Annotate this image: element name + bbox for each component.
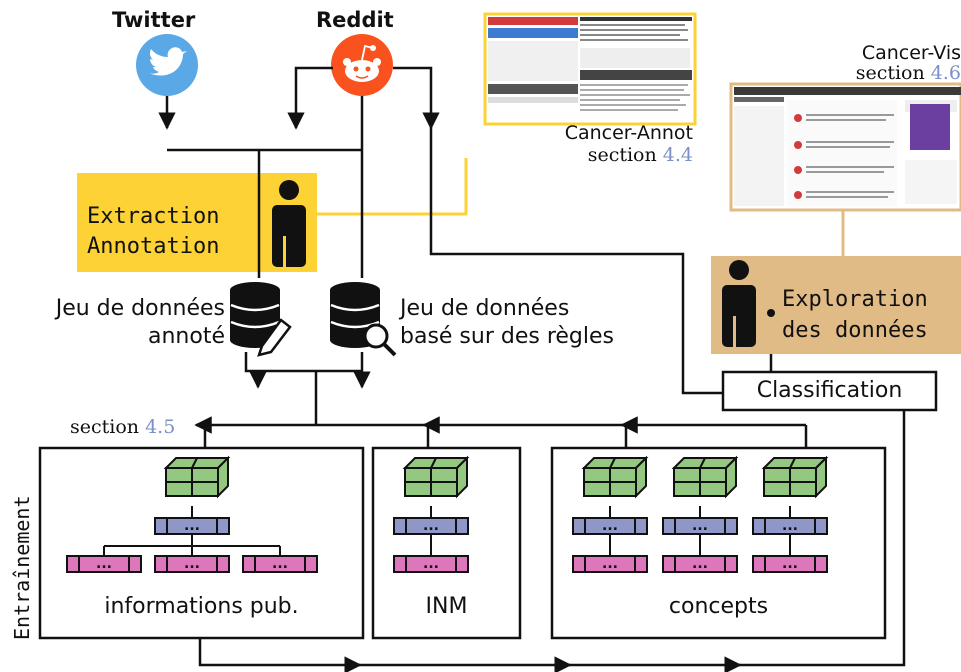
rules-dataset-label-1: Jeu de données bbox=[400, 296, 570, 321]
annotated-database-icon bbox=[230, 282, 292, 357]
training-section-ref: section 4.5 bbox=[70, 416, 176, 438]
hidden-layer-label: ... bbox=[184, 518, 200, 534]
cancer-vis-title: Cancer-Vis bbox=[861, 42, 961, 64]
group-label-concepts: concepts bbox=[668, 594, 769, 619]
explorer-person-icon bbox=[722, 260, 756, 347]
twitter-label: Twitter bbox=[112, 8, 196, 32]
output-layer-label: ... bbox=[602, 556, 618, 572]
training-label: Entraînement bbox=[10, 495, 34, 641]
exploration-label-2: des données bbox=[782, 318, 928, 343]
output-layer-label: ... bbox=[184, 556, 200, 572]
cancer-vis-section: section 4.6 bbox=[855, 62, 961, 84]
extraction-label: Extraction bbox=[87, 204, 220, 229]
cancer-vis-screenshot bbox=[729, 82, 961, 212]
rules-dataset-label-2: basé sur des règles bbox=[400, 324, 615, 349]
hidden-layer-label: ... bbox=[423, 518, 439, 534]
reddit-label: Reddit bbox=[316, 8, 394, 32]
output-layer-label: ... bbox=[272, 556, 288, 572]
exploration-label-1: Exploration bbox=[782, 287, 928, 312]
output-layer-label: ... bbox=[96, 556, 112, 572]
exploration-anchor-dot bbox=[767, 309, 775, 317]
annotated-dataset-label-2: annoté bbox=[148, 324, 225, 349]
annotation-label: Annotation bbox=[87, 234, 220, 259]
cancer-annot-screenshot bbox=[483, 12, 697, 126]
reddit-icon bbox=[331, 34, 393, 96]
group-label-informations: informations pub. bbox=[104, 594, 299, 619]
annotator-person-icon bbox=[272, 180, 306, 267]
hidden-layer-label: ... bbox=[782, 518, 798, 534]
classification-box bbox=[721, 370, 938, 412]
output-layer-label: ... bbox=[423, 556, 439, 572]
hidden-layer-label: ... bbox=[602, 518, 618, 534]
annotated-dataset-label-1: Jeu de données bbox=[55, 296, 225, 321]
rules-database-icon bbox=[330, 282, 397, 357]
cancer-annot-section: section 4.4 bbox=[587, 144, 693, 166]
group-label-inm: INM bbox=[425, 594, 468, 619]
neural-networks: .................................... bbox=[66, 455, 829, 573]
hidden-layer-label: ... bbox=[692, 518, 708, 534]
source-connectors bbox=[158, 66, 906, 672]
output-layer-label: ... bbox=[782, 556, 798, 572]
output-layer-label: ... bbox=[692, 556, 708, 572]
twitter-icon bbox=[136, 34, 198, 96]
cancer-annot-title: Cancer-Annot bbox=[564, 122, 693, 144]
classification-label: Classification bbox=[756, 378, 903, 403]
annot-tool-link bbox=[317, 158, 468, 216]
